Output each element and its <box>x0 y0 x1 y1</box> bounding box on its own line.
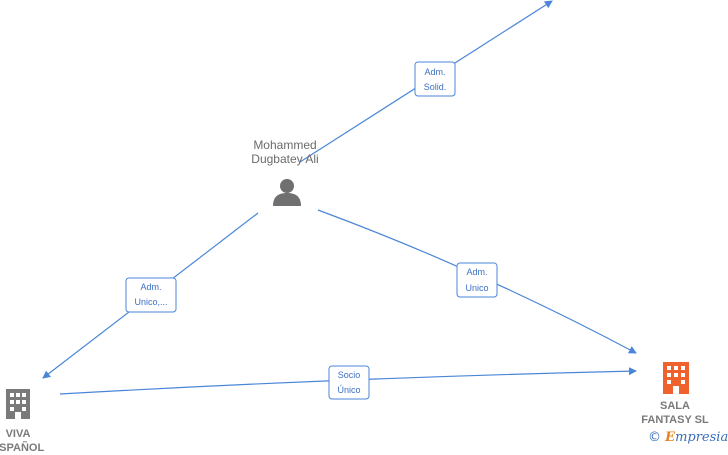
company-viva-line2: ESPAÑOL <box>0 442 45 454</box>
edge-label-right[interactable]: Adm. Unico <box>456 262 498 298</box>
copyright-icon: © <box>648 430 661 445</box>
building-icon[interactable] <box>663 362 689 394</box>
company-sala-line1: SALA <box>660 400 690 412</box>
edge-label-top[interactable]: Adm. Solid. <box>414 61 456 97</box>
svg-text:Unico,...: Unico,... <box>134 297 167 307</box>
brand-first-letter: E <box>665 430 676 445</box>
svg-text:Adm.: Adm. <box>424 67 445 77</box>
building-icon[interactable] <box>6 389 30 419</box>
svg-text:Solid.: Solid. <box>424 82 447 92</box>
edge-label-bottom[interactable]: Socio Único <box>328 365 370 400</box>
svg-text:Único: Único <box>337 385 360 395</box>
company-viva-line1: VIVA <box>5 428 31 440</box>
empresia-brand: © Empresia <box>648 430 728 445</box>
company-sala-line2: FANTASY SL <box>641 414 709 426</box>
person-name-line1: Mohammed <box>253 138 317 152</box>
edge-label-left[interactable]: Adm. Unico,... <box>125 277 177 313</box>
company-sala-label: SALA FANTASY SL <box>630 399 720 427</box>
brand-rest: mpresia <box>675 430 728 445</box>
person-name-label: Mohammed Dugbatey Ali <box>225 138 345 166</box>
person-name-line2: Dugbatey Ali <box>251 152 319 166</box>
person-icon[interactable] <box>273 179 301 206</box>
svg-text:Socio: Socio <box>338 370 361 380</box>
svg-text:Adm.: Adm. <box>140 282 161 292</box>
company-viva-label: VIVA ESPAÑOL <box>0 427 48 455</box>
svg-text:Adm.: Adm. <box>466 267 487 277</box>
svg-text:Unico: Unico <box>465 283 488 293</box>
